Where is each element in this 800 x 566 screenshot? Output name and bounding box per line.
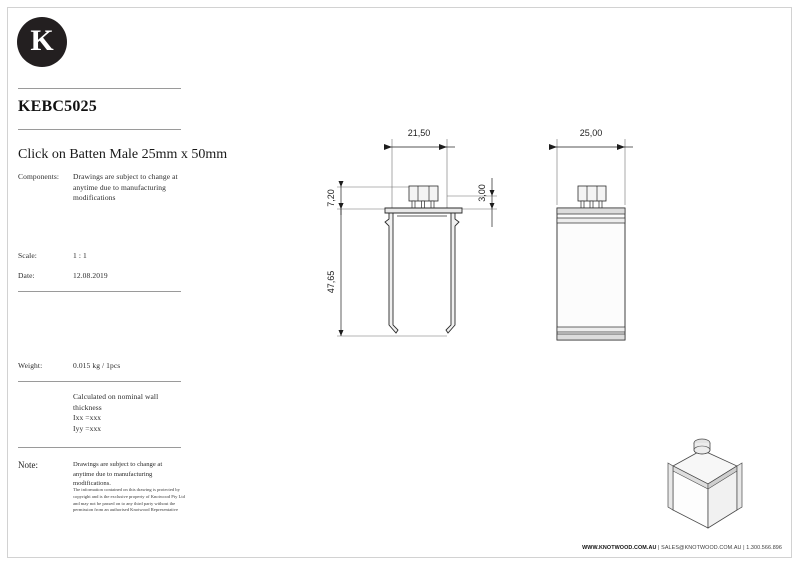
- components-value: Drawings are subject to change at anytim…: [73, 172, 178, 203]
- isometric-knob: [693, 438, 711, 455]
- side-view-clip: [577, 185, 607, 209]
- footer-sep-1: |: [656, 545, 662, 551]
- scale-value: 1 : 1: [73, 251, 87, 260]
- dim-label-2500: 25,00: [580, 128, 603, 138]
- front-view: 21,50 7,20 3,00: [326, 128, 497, 337]
- side-view-body: [556, 207, 626, 341]
- copyright-text: The information contained on this drawin…: [73, 487, 185, 513]
- dim-width-2150: 21,50: [384, 128, 455, 208]
- weight-value: 0.015 kg / 1pcs: [73, 361, 121, 370]
- calculated-value: Calculated on nominal wall thickness Ixx…: [73, 392, 159, 433]
- footer-contact: WWW.KNOTWOOD.COM.AU | SALES@KNOTWOOD.COM…: [582, 545, 782, 551]
- part-description: Click on Batten Male 25mm x 50mm: [18, 147, 228, 162]
- isometric-view: [667, 438, 743, 529]
- knotwood-logo: K: [17, 17, 67, 67]
- dim-label-300: 3,00: [477, 184, 487, 202]
- note-label: Note:: [18, 460, 38, 470]
- footer-sep-2: |: [741, 545, 747, 551]
- weight-label: Weight:: [18, 361, 43, 370]
- divider-above-components: [18, 291, 181, 292]
- dim-label-4765: 47,65: [326, 271, 336, 294]
- footer-phone: 1.300.566.896: [746, 545, 782, 551]
- part-number: KEBC5025: [18, 98, 97, 115]
- dim-height-720: 7,20: [326, 181, 412, 215]
- divider-above-part-number: [18, 88, 181, 89]
- divider-above-calculated: [18, 381, 181, 382]
- dim-height-4765: 47,65: [326, 203, 447, 337]
- components-label: Components:: [18, 172, 60, 181]
- divider-above-note: [18, 447, 181, 448]
- note-value: Drawings are subject to change at anytim…: [73, 461, 163, 488]
- dim-width-2500: 25,00: [549, 128, 633, 205]
- logo-letter: K: [30, 24, 54, 57]
- dim-height-300: 3,00: [447, 178, 497, 227]
- side-view: 25,00: [549, 128, 633, 341]
- profile-top-clip: [408, 185, 439, 209]
- dim-label-720: 7,20: [326, 189, 336, 207]
- date-label: Date:: [18, 271, 35, 280]
- footer-email: SALES@KNOTWOOD.COM.AU: [661, 545, 742, 551]
- divider-below-part-number: [18, 129, 181, 130]
- dim-label-2150: 21,50: [408, 128, 431, 138]
- scale-label: Scale:: [18, 251, 37, 260]
- date-value: 12.08.2019: [73, 271, 108, 280]
- footer-website: WWW.KNOTWOOD.COM.AU: [582, 545, 657, 551]
- profile-body: [384, 207, 463, 334]
